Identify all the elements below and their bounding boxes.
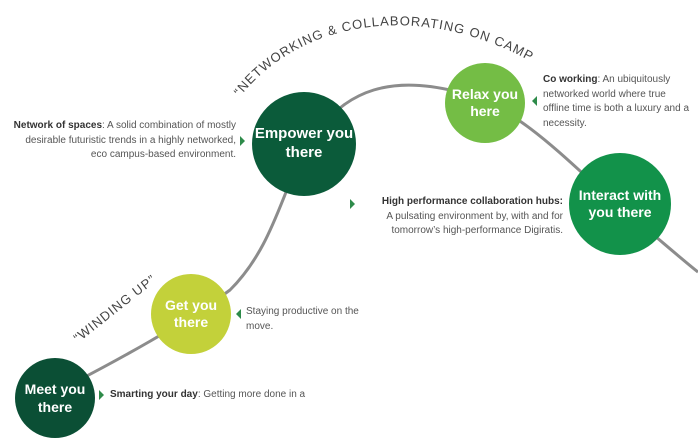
winding-up-curved-label: “WINDING UP”: [71, 271, 159, 345]
network-sep: :: [102, 120, 108, 131]
stage-meet-label: Meet you there: [24, 381, 86, 415]
stage-empower-label: Empower you there: [254, 125, 354, 161]
smarting-your-day-description: Smarting your day: Getting more done in …: [110, 388, 370, 403]
stage-relax-label: Relax you here: [451, 85, 519, 120]
hub-title: High performance collaboration hubs:: [381, 196, 563, 207]
cowork-title: Co working: [543, 74, 598, 85]
stage-get-label: Get you there: [164, 296, 218, 331]
smart-sep: :: [197, 389, 204, 400]
cowork-sep: :: [597, 74, 603, 85]
hub-pointer-icon: [350, 199, 355, 209]
smart-title: Smarting your day: [110, 389, 198, 400]
network-title: Network of spaces: [13, 120, 103, 131]
stage-get-circle[interactable]: Get you there: [151, 274, 231, 354]
hub-text: A pulsating environment by, with and for…: [386, 210, 563, 237]
staying-productive-description: Staying productive on the move.: [246, 305, 366, 334]
smart-pointer-icon: [99, 390, 104, 400]
stage-interact-label: Interact with you there: [578, 186, 662, 221]
journey-curve: “NETWORKING & COLLABORATING ON CAMPUS” “…: [0, 0, 698, 400]
network-text: A solid combination of mostly desirable …: [25, 120, 236, 160]
stage-relax-circle[interactable]: Relax you here: [445, 63, 525, 143]
cowork-text: An ubiquitously networked world where tr…: [543, 74, 690, 129]
co-working-description: Co working: An ubiquitously networked wo…: [543, 73, 693, 131]
network-of-spaces-description: Network of spaces: A solid combination o…: [8, 119, 236, 163]
stage-empower-circle[interactable]: Empower you there: [252, 92, 356, 196]
cowork-pointer-icon: [532, 96, 537, 106]
collaboration-hubs-description: High performance collaboration hubs: A p…: [340, 195, 563, 239]
network-pointer-icon: [240, 136, 245, 146]
smart-text: Getting more done in a: [203, 389, 306, 400]
stay-pointer-icon: [236, 309, 241, 319]
stay-text: Staying productive on the move.: [246, 306, 359, 332]
stage-meet-circle[interactable]: Meet you there: [15, 358, 95, 438]
stage-interact-circle[interactable]: Interact with you there: [569, 153, 671, 255]
